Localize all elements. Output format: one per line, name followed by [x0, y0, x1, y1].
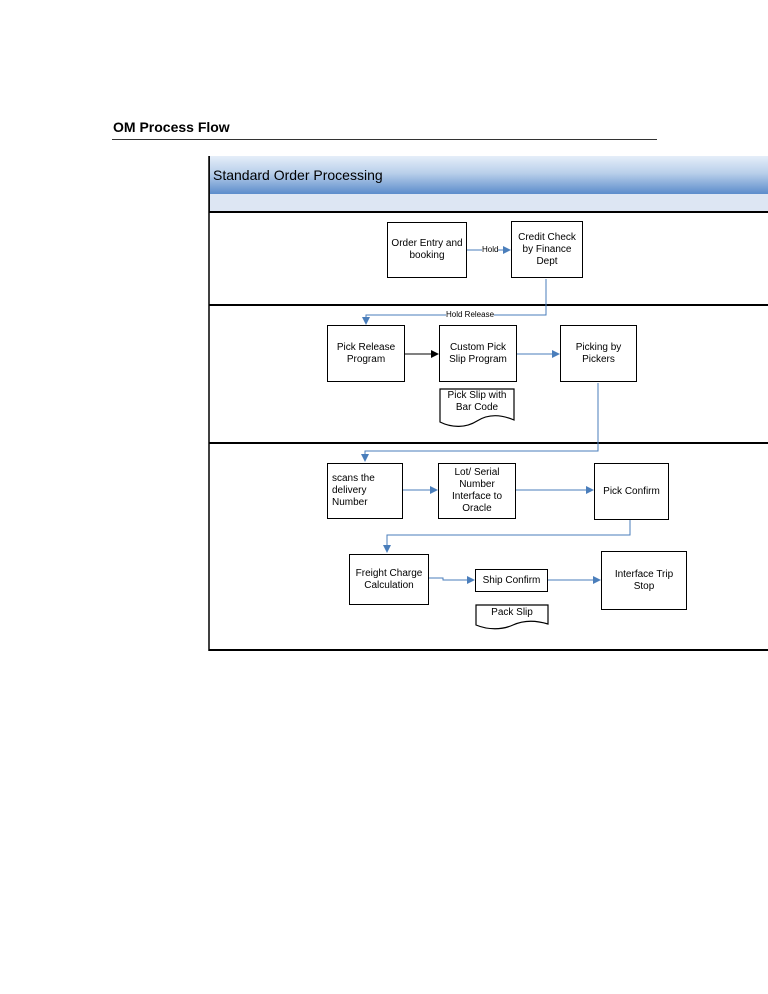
- edge-pickconfirm-freight: [383, 519, 631, 553]
- edge-freight-shipconfirm: [428, 576, 475, 584]
- edge-label-hold: Hold: [482, 245, 499, 254]
- node-pick-release: Pick Release Program: [327, 325, 405, 382]
- heading-rule: [112, 139, 657, 140]
- node-pick-confirm: Pick Confirm: [594, 463, 669, 520]
- page-heading: OM Process Flow: [113, 119, 230, 135]
- node-order-entry: Order Entry and booking: [387, 222, 467, 278]
- pick-slip-document-shape: [439, 388, 515, 427]
- edge-picking-scans: [361, 383, 599, 462]
- node-interface-trip: Interface Trip Stop: [601, 551, 687, 610]
- node-ship-confirm: Ship Confirm: [475, 569, 548, 592]
- edge-label-hold-release: Hold Release: [446, 310, 495, 319]
- pack-slip-document-shape: [475, 604, 549, 630]
- node-scans-delivery: scans the delivery Number: [327, 463, 403, 519]
- node-custom-pick-slip: Custom Pick Slip Program: [439, 325, 517, 382]
- node-pick-slip-doc-text: Pick Slip with Bar Code: [447, 390, 507, 413]
- node-picking-by-pickers: Picking by Pickers: [560, 325, 637, 382]
- node-freight-charge: Freight Charge Calculation: [349, 554, 429, 605]
- diagram-title: Standard Order Processing: [213, 167, 383, 183]
- node-credit-check: Credit Check by Finance Dept: [511, 221, 583, 278]
- node-pack-slip-doc-text: Pack Slip: [491, 607, 533, 618]
- node-lot-serial: Lot/ Serial Number Interface to Oracle: [438, 463, 516, 519]
